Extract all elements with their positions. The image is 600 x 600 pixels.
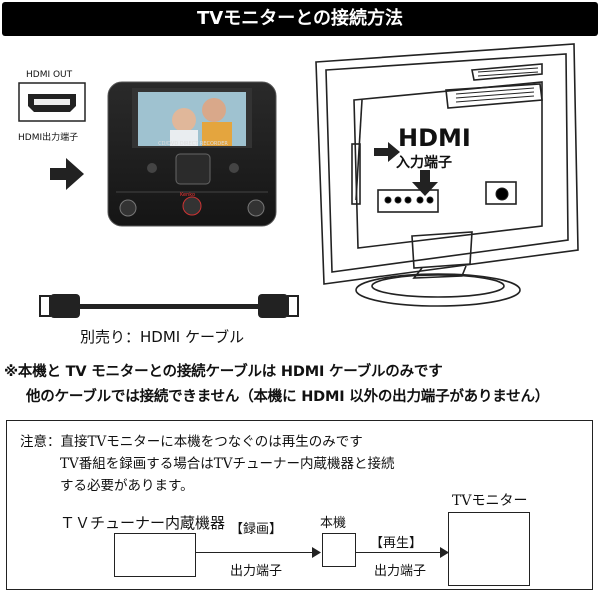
- tuner-device-label: ＴＶチューナー内蔵機器: [60, 514, 226, 532]
- tuner-device-box: [114, 533, 196, 577]
- notice-line-1: 注意：直接TVモニターに本機をつなぐのは再生のみです: [20, 434, 363, 450]
- hdmi-output-terminal-label: HDMI出力端子: [18, 133, 79, 143]
- arrow-right-icon: [50, 158, 84, 190]
- page-title: TVモニターとの接続方法: [2, 2, 598, 36]
- unit-box: [322, 533, 356, 567]
- arrow-head-icon: [312, 547, 321, 558]
- tv-hdmi-label: HDMI: [398, 124, 471, 152]
- play-label: 【再生】: [370, 536, 423, 551]
- notice-line-3: する必要があります。: [60, 478, 194, 494]
- device-brand: Kenko: [180, 192, 196, 198]
- notice-box: [6, 420, 593, 590]
- arrow-unit-to-monitor: [356, 552, 442, 554]
- tv-input-terminal-label: 入力端子: [396, 155, 452, 171]
- notice-line-2: TV番組を録画する場合はTVチューナー内蔵機器と接続: [60, 456, 395, 472]
- arrow-head-icon: [440, 547, 449, 558]
- output-terminal-label-1: 出力端子: [230, 564, 283, 579]
- recorder-device: [107, 81, 277, 227]
- unit-label: 本機: [320, 516, 347, 531]
- note-line-1: ※本機と TV モニターとの接続ケーブルは HDMI ケーブルのみです: [4, 364, 443, 380]
- tv-monitor-label: TVモニター: [452, 493, 528, 509]
- hdmi-out-label: HDMI OUT: [26, 70, 73, 80]
- tv-monitor-box: [448, 512, 530, 586]
- record-label: 【録画】: [230, 522, 283, 537]
- hdmi-port-icon: [18, 82, 86, 122]
- note-line-2: 他のケーブルでは接続できません（本機に HDMI 以外の出力端子がありません）: [26, 389, 550, 405]
- device-model-text: CD/DVD DIRECT RECORDER: [158, 141, 228, 147]
- hdmi-cable-image: [39, 294, 299, 318]
- cable-label: 別売り：HDMI ケーブル: [80, 328, 245, 346]
- tv-monitor-image: [315, 43, 579, 307]
- output-terminal-label-2: 出力端子: [374, 564, 427, 579]
- arrow-tuner-to-unit: [196, 552, 314, 554]
